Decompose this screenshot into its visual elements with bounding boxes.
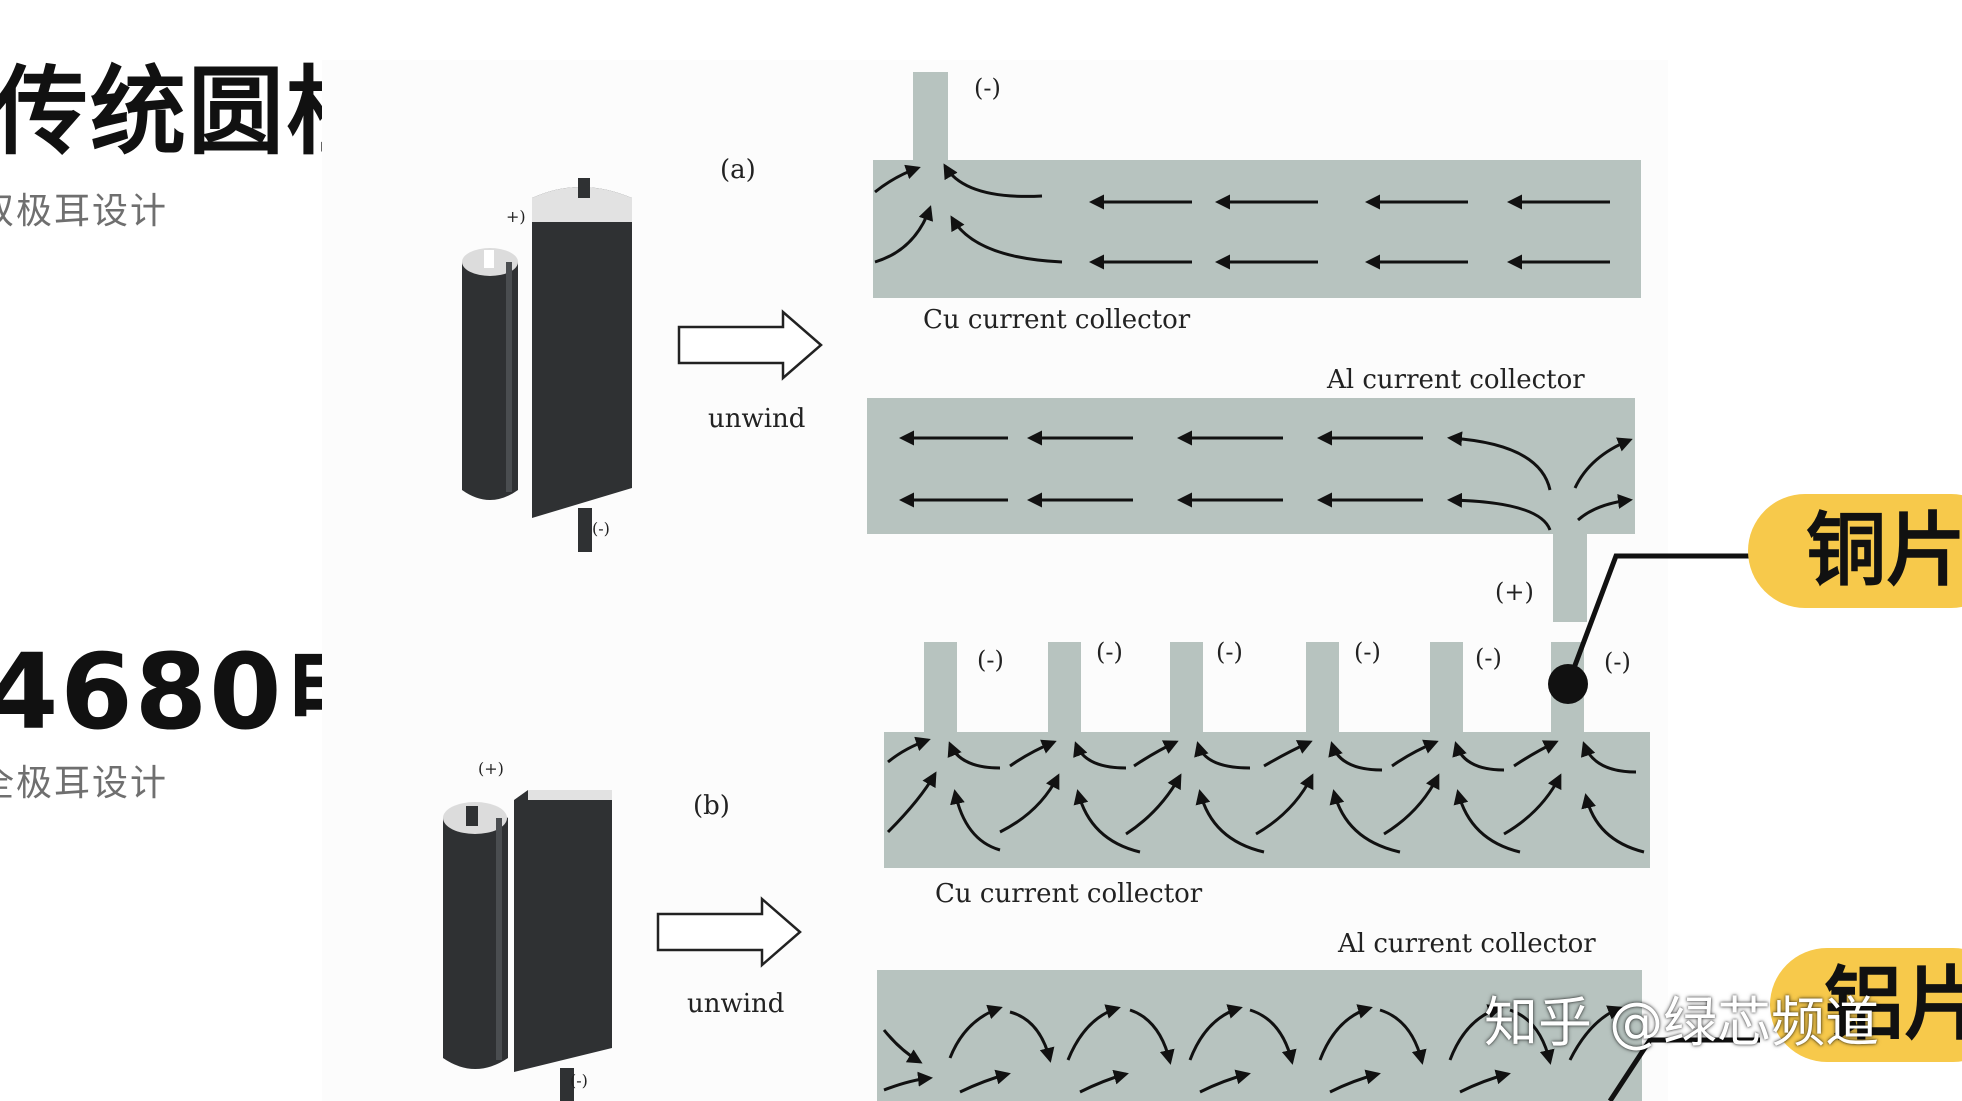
al-collector-a-label: Al current collector: [1326, 365, 1585, 395]
unwind-label-b: unwind: [687, 989, 784, 1019]
callout-copper-sheet: 铜片: [1748, 494, 1962, 608]
al-collector-a: [867, 398, 1635, 622]
cu-tab-b-label-4: (-): [1354, 638, 1381, 666]
cell-a-negative-label: (-): [592, 519, 610, 538]
cell-illustration-a: [462, 178, 632, 552]
current-arrows-cu-b: [886, 736, 1645, 854]
cell-illustration-b: [443, 790, 612, 1101]
cu-collector-a-label: Cu current collector: [923, 305, 1191, 335]
zhihu-watermark: 知乎 @绿芯频道: [1484, 991, 1880, 1054]
subtitle-full-tab: 全极耳设计: [0, 763, 169, 804]
cu-tab-a-label: (-): [974, 74, 1001, 102]
callout-aluminum-sheet: 铝片: [1770, 948, 1962, 1062]
cell-a-positive-label: +): [506, 207, 526, 226]
cu-collector-b-label: Cu current collector: [935, 879, 1203, 909]
panel-a-label: (a): [720, 155, 756, 185]
current-arrows-al-b: [882, 1004, 1623, 1094]
cu-collector-b: [884, 642, 1650, 868]
current-arrows-al-a: [899, 430, 1633, 531]
unwind-arrow-a: [677, 309, 823, 381]
unwind-label-a: unwind: [708, 404, 805, 434]
cell-b-positive-label: (+): [478, 759, 504, 778]
unwind-arrow-b: [656, 896, 802, 968]
callout-leader-aluminum: [1607, 1037, 1760, 1101]
callout-leader-copper: [1548, 553, 1752, 704]
cu-collector-a: [873, 72, 1641, 298]
cu-tab-b-label-3: (-): [1216, 638, 1243, 666]
panel-b-label: (b): [693, 791, 730, 821]
current-arrows-cu-a: [874, 163, 1610, 270]
al-tab-a-label: (+): [1495, 578, 1534, 606]
subtitle-dual-tab: 双极耳设计: [0, 191, 169, 232]
cell-b-negative-label: (-): [570, 1071, 588, 1090]
cu-tab-b-label-5: (-): [1475, 644, 1502, 672]
cu-tab-b-label-6: (-): [1604, 648, 1631, 676]
cu-tab-b-label-2: (-): [1096, 638, 1123, 666]
cu-tab-b-label-1: (-): [977, 646, 1004, 674]
al-collector-b-label: Al current collector: [1337, 929, 1596, 959]
